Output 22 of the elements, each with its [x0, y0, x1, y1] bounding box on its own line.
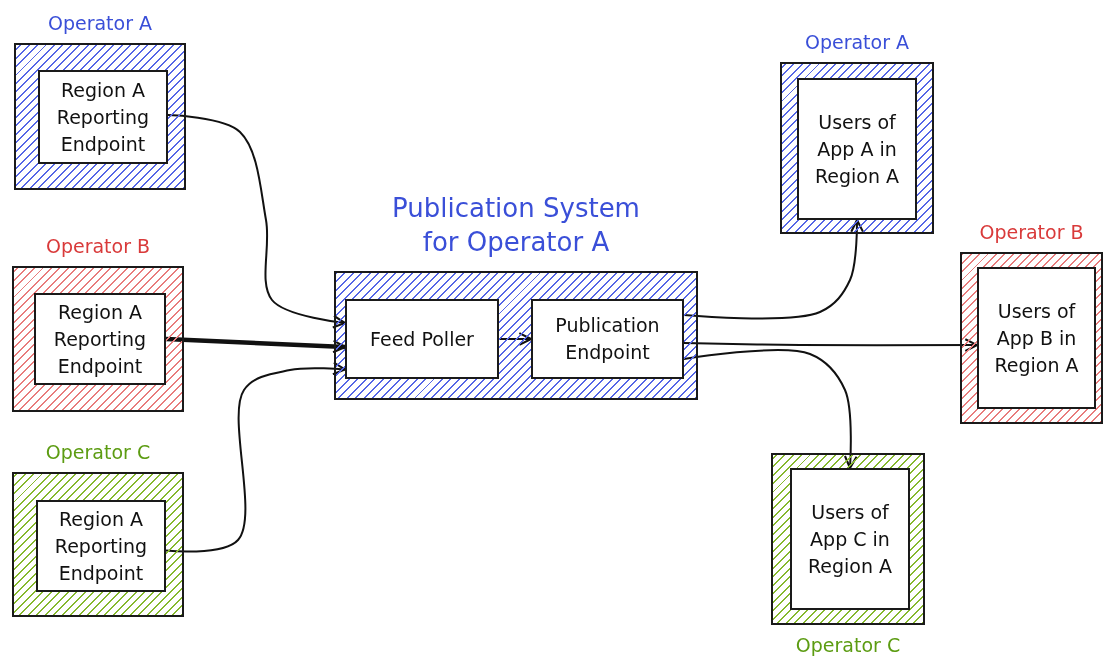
- users-box: Users of App B in Region A: [977, 267, 1096, 409]
- endpoint-box: Region A Reporting Endpoint: [34, 293, 166, 385]
- arrow: [683, 218, 864, 320]
- operator-label: Operator C: [44, 441, 152, 463]
- users-box: Users of App A in Region A: [797, 78, 917, 220]
- arrow: [683, 349, 858, 470]
- arrow: [165, 336, 347, 354]
- operator-label: Operator C: [794, 634, 902, 656]
- operator-label: Operator B: [978, 221, 1085, 243]
- process-box: Feed Poller: [345, 299, 499, 379]
- endpoint-box: Region A Reporting Endpoint: [38, 70, 168, 164]
- endpoint-box: Region A Reporting Endpoint: [36, 500, 166, 592]
- operator-label: Operator A: [803, 31, 911, 53]
- operator-label: Operator A: [46, 12, 154, 34]
- users-box: Users of App C in Region A: [790, 468, 910, 610]
- arrow: [683, 338, 979, 352]
- arrow: [165, 361, 347, 553]
- process-box: Publication Endpoint: [531, 299, 684, 379]
- arrow: [498, 332, 533, 346]
- system-title: Publication System for Operator A: [391, 192, 641, 259]
- operator-label: Operator B: [44, 235, 152, 257]
- arrow: [167, 114, 347, 329]
